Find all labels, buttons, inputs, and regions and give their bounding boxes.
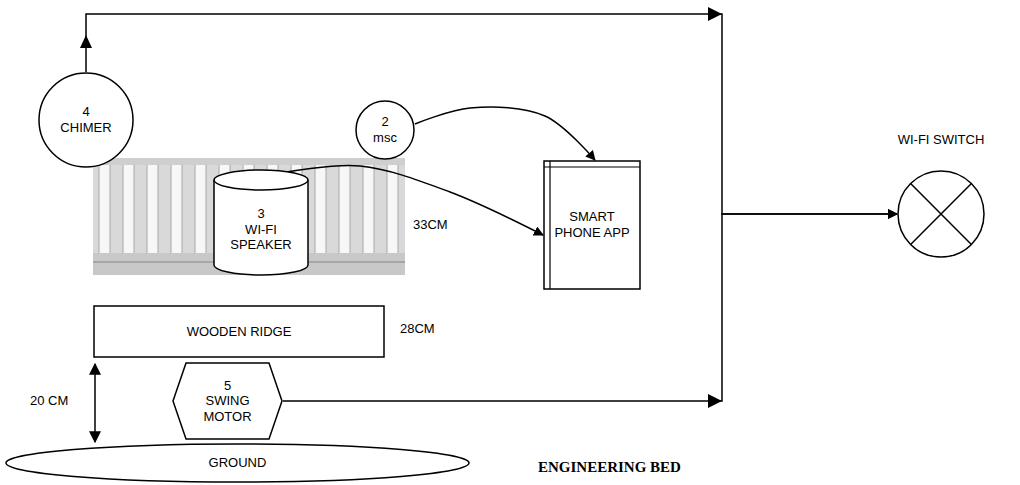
- switch-symbol: WI-FI SWITCH: [897, 170, 985, 258]
- node-label: GROUND: [209, 455, 267, 471]
- switch-cross: [911, 184, 972, 245]
- chimer-circle: 4CHIMER: [38, 72, 134, 168]
- node-content: 4CHIMER: [38, 72, 134, 168]
- callout-number: 2: [381, 114, 388, 130]
- circle-outline: [898, 171, 984, 257]
- box-outline: [544, 161, 640, 289]
- node-label: CHIMER: [60, 120, 111, 136]
- node-content: WI-FI SWITCH: [871, 128, 1011, 152]
- node-content: 3WI-FI SPEAKER: [213, 170, 309, 275]
- box-outline: [94, 306, 384, 357]
- dimension-label: 28CM: [398, 321, 437, 336]
- sensor-circle: 2msc: [355, 100, 415, 160]
- ridge-box: WOODEN RIDGE: [93, 305, 385, 358]
- cylinder-body: [214, 170, 308, 275]
- crib-top-rail: [93, 158, 405, 165]
- node-content: GROUND: [5, 443, 470, 483]
- dimension-label: 20 CM: [28, 393, 70, 408]
- cylinder-rim: [214, 180, 308, 190]
- node-label: WI-FI SPEAKER: [221, 222, 301, 253]
- caption: ENGINEERING BED: [538, 459, 681, 476]
- motor-hexagon: 5SWING MOTOR: [172, 362, 283, 440]
- node-label: msc: [373, 130, 397, 146]
- app-box: SMART PHONE APP: [543, 160, 641, 290]
- callout-number: 5: [224, 378, 231, 394]
- dimension-label: 33CM: [411, 217, 450, 232]
- node-content: SMART PHONE APP: [543, 160, 641, 290]
- dimension-arrow: [94, 364, 96, 442]
- hexagon-outline: [173, 363, 282, 439]
- ellipse-outline: [6, 444, 469, 482]
- circle-outline: [356, 101, 414, 159]
- node-label: SMART PHONE APP: [552, 209, 632, 240]
- ground-ellipse: GROUND: [5, 443, 470, 483]
- connector: [415, 107, 595, 160]
- speaker-cylinder: 3WI-FI SPEAKER: [213, 170, 309, 275]
- crib-illustration: [93, 158, 405, 275]
- node-label: WI-FI SWITCH: [898, 132, 985, 148]
- connector: [86, 14, 897, 214]
- node-content: 5SWING MOTOR: [172, 362, 283, 440]
- node-content: 2msc: [355, 100, 415, 160]
- node-label: SWING MOTOR: [192, 393, 264, 424]
- node-content: WOODEN RIDGE: [93, 305, 385, 358]
- node-label: WOODEN RIDGE: [187, 324, 292, 340]
- callout-number: 4: [82, 104, 89, 120]
- circle-outline: [39, 73, 133, 167]
- crib-back: [93, 158, 405, 275]
- phone-inner-line: [544, 161, 640, 289]
- connector: [281, 166, 543, 235]
- callout-number: 3: [257, 206, 264, 222]
- switch-symbol-outline: [897, 170, 985, 258]
